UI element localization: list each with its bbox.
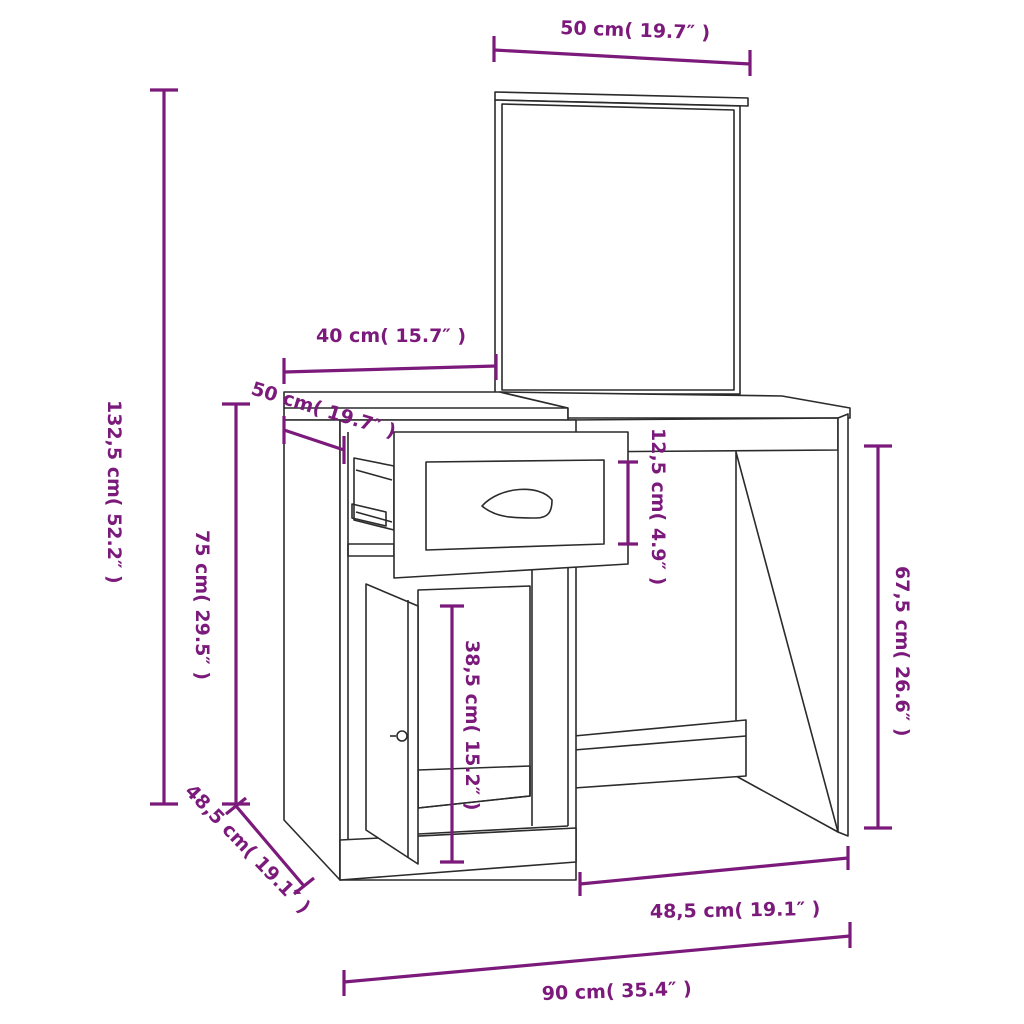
dim-knee-height (864, 444, 892, 830)
dim-top-depth (282, 416, 346, 464)
dim-knee-width (578, 846, 850, 896)
dim-cabinet-height (440, 604, 464, 864)
label-knee-width: 48,5 cm( 19.1″ ) (650, 898, 821, 923)
table-top (283, 391, 851, 421)
dim-mirror-width (492, 36, 752, 76)
mirror (494, 91, 749, 395)
label-knee-height: 67,5 cm( 26.6″ ) (891, 566, 913, 737)
dim-side-depth (225, 796, 315, 896)
dim-drawer-width (282, 354, 498, 384)
label-mirror-width: 50 cm( 19.7″ ) (560, 17, 711, 44)
drawer (351, 431, 629, 579)
dim-total-width (342, 922, 852, 996)
dim-total-height (150, 88, 178, 806)
label-table-height: 75 cm( 29.5″ ) (191, 530, 213, 680)
label-total-height: 132,5 cm( 52.2″ ) (103, 400, 125, 584)
dimension-lines (150, 36, 892, 996)
label-cabinet-height: 38,5 cm( 15.2″ ) (461, 640, 483, 811)
label-drawer-width: 40 cm( 15.7″ ) (316, 325, 466, 347)
label-drawer-height: 12,5 cm( 4.9″ ) (647, 428, 669, 585)
door-knob (396, 730, 408, 742)
dressing-table-illustration (283, 91, 851, 881)
dim-table-height (222, 402, 250, 806)
label-total-width: 90 cm( 35.4″ ) (541, 978, 692, 1005)
right-frame (567, 413, 849, 837)
dim-drawer-height (618, 460, 638, 546)
cabinet-door (365, 583, 419, 865)
drawer-handle (481, 488, 553, 519)
